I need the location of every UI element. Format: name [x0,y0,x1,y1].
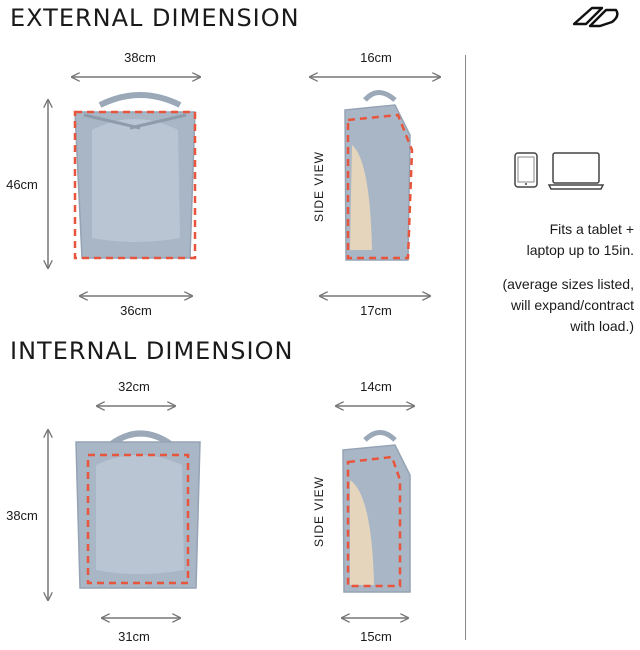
avg-line-1: (average sizes listed, [502,276,634,292]
int-front-height: 38cm [6,508,38,523]
device-icons [513,150,608,200]
internal-front-bag [75,430,201,589]
ext-front-bottom-width: 36cm [120,303,152,318]
ext-side-bottom-depth: 17cm [360,303,392,318]
internal-dimension-title: INTERNAL DIMENSION [10,337,294,365]
fit-line-1: Fits a tablet + [549,221,634,237]
avg-line-3: with load.) [570,318,634,334]
average-note: (average sizes listed, will expand/contr… [502,274,634,337]
laptop-icon [547,152,605,190]
brand-logo-icon [572,4,622,35]
int-side-view-label: SIDE VIEW [312,475,326,547]
ext-side-top-depth: 16cm [360,50,392,65]
int-side-bottom-depth: 15cm [360,629,392,644]
ext-side-view-label: SIDE VIEW [312,150,326,222]
internal-side-bag [342,430,411,593]
ext-front-top-width: 38cm [124,50,156,65]
fit-line-2: laptop up to 15in. [526,242,634,258]
int-side-top-depth: 14cm [360,379,392,394]
external-front-bag [73,92,197,260]
external-side-bag [344,90,414,261]
tablet-icon [514,152,538,188]
int-front-bottom-width: 31cm [118,629,150,644]
int-front-top-width: 32cm [118,379,150,394]
ext-front-height: 46cm [6,177,38,192]
external-dimension-title: EXTERNAL DIMENSION [10,4,300,32]
vertical-divider [465,55,466,640]
fit-note: Fits a tablet + laptop up to 15in. [527,219,634,261]
avg-line-2: will expand/contract [511,297,634,313]
